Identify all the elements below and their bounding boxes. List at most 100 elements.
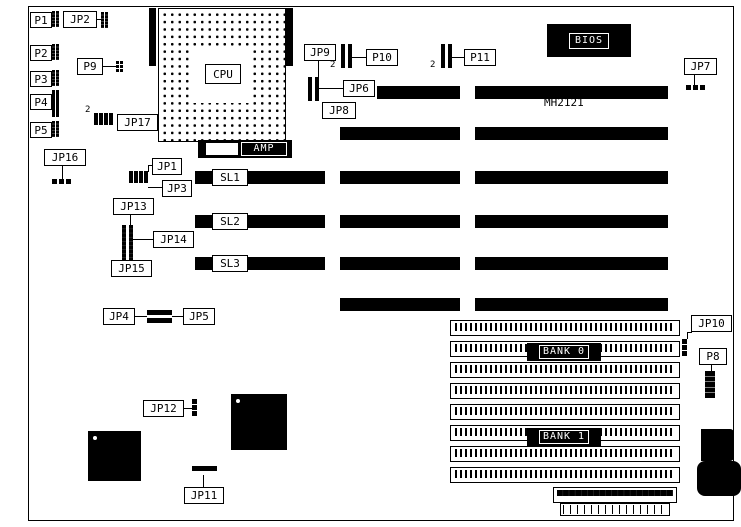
bank0-label-text: BANK 0 <box>538 345 590 359</box>
slot-label-sl2: SL2 <box>212 213 248 230</box>
slot-bar <box>475 86 668 99</box>
p9-pin-connector <box>116 61 123 72</box>
slot-bar <box>340 127 460 140</box>
leader-line <box>130 215 131 225</box>
leader-line <box>133 239 153 240</box>
bottom-edge-connector <box>553 487 677 503</box>
label-p10: P10 <box>366 49 398 66</box>
label-jp4: JP4 <box>103 308 135 325</box>
leader-line <box>148 187 163 188</box>
ic-chip <box>231 394 287 450</box>
board-outline <box>28 6 734 521</box>
label-jp7: JP7 <box>684 58 717 75</box>
slot-label-sl3: SL3 <box>212 255 248 272</box>
amp-label: AMP <box>241 142 287 156</box>
slot-bar <box>475 257 668 270</box>
jp2-pin-connector <box>101 12 108 28</box>
bank1-label: BANK 1 <box>527 428 601 446</box>
leader-line <box>318 61 319 77</box>
p10-pin-connector <box>341 44 352 68</box>
bank1-label-text: BANK 1 <box>538 430 590 444</box>
board-model-label: MH2121 <box>544 96 584 109</box>
bottom-edge-connector-pins <box>557 490 673 500</box>
jp13-jp14-jp15-pin-connector <box>122 225 133 262</box>
label-p8: P8 <box>699 348 727 365</box>
slot-label-sl1: SL1 <box>212 169 248 186</box>
label-jp13: JP13 <box>113 198 154 215</box>
leader-line <box>352 57 366 58</box>
simm-socket <box>450 467 680 483</box>
label-jp9: JP9 <box>304 44 336 61</box>
label-jp16: JP16 <box>44 149 86 166</box>
label-p2: P2 <box>30 45 52 61</box>
label-jp11: JP11 <box>184 487 224 504</box>
jp16-pin-connector <box>52 179 71 186</box>
slot-bar <box>340 215 460 228</box>
leader-line <box>452 57 464 58</box>
pin1-marker-jp17: 2 <box>85 105 91 115</box>
label-jp6: JP6 <box>343 80 375 97</box>
label-jp5: JP5 <box>183 308 215 325</box>
label-jp14: JP14 <box>153 231 194 248</box>
jp4-jp5-pin-connector <box>147 310 172 323</box>
label-p3: P3 <box>30 71 52 87</box>
p5-pin-connector <box>52 121 59 137</box>
leader-line <box>203 475 204 487</box>
power-connector <box>701 429 734 461</box>
cpu-socket-side-bar-right <box>286 8 293 66</box>
leader-line <box>135 316 147 317</box>
label-p4: P4 <box>30 94 52 110</box>
p3-pin-connector <box>52 70 59 86</box>
label-p5: P5 <box>30 122 52 138</box>
jp12-pin-connector <box>192 399 198 416</box>
ic-chip <box>88 431 141 481</box>
label-p11: P11 <box>464 49 496 66</box>
amp-socket-lever <box>206 143 238 155</box>
jp11-pin-connector <box>192 466 217 475</box>
label-jp15: JP15 <box>111 260 152 277</box>
slot-bar <box>340 257 460 270</box>
simm-socket <box>450 404 680 420</box>
slot-bar <box>475 298 668 311</box>
bios-chip: BIOS <box>547 24 631 57</box>
label-jp10: JP10 <box>691 315 732 332</box>
p1-pin-connector <box>52 11 59 27</box>
slot-bar <box>340 298 460 311</box>
leader-line <box>97 19 101 20</box>
jp7-pin-connector <box>686 85 705 92</box>
keyboard-din-connector <box>697 461 741 496</box>
label-jp2: JP2 <box>63 11 97 28</box>
p11-pin-connector <box>441 44 452 68</box>
label-p9: P9 <box>77 58 103 75</box>
leader-line <box>184 408 192 409</box>
jp10-pin-connector <box>682 339 688 356</box>
simm-socket <box>450 362 680 378</box>
simm-socket <box>450 320 680 336</box>
simm-socket <box>450 383 680 399</box>
leader-line <box>103 66 116 67</box>
cpu-label: CPU <box>205 64 241 84</box>
slot-bar <box>475 171 668 184</box>
jp17-pin-connector <box>94 113 113 125</box>
p4-pin-connector <box>52 90 59 117</box>
bank0-label: BANK 0 <box>527 343 601 361</box>
leader-line <box>687 332 692 333</box>
slot-bar <box>475 127 668 140</box>
p2-pin-connector <box>52 44 59 60</box>
bottom-edge-connector-lower-pins <box>563 505 667 514</box>
jp6-jp8-jp9-pin-connector <box>308 77 319 101</box>
slot-bar <box>340 171 460 184</box>
label-p1: P1 <box>30 12 52 28</box>
pin1-marker-p10: 2 <box>330 60 336 70</box>
bios-label: BIOS <box>568 32 610 49</box>
leader-line <box>319 88 343 89</box>
leader-line <box>711 365 712 371</box>
leader-line <box>62 166 63 179</box>
label-jp8: JP8 <box>322 102 356 119</box>
label-jp17: JP17 <box>117 114 158 131</box>
simm-socket <box>450 446 680 462</box>
leader-line <box>694 75 695 85</box>
slot-bar <box>475 215 668 228</box>
jp1-jp3-pin-connector <box>129 171 148 183</box>
